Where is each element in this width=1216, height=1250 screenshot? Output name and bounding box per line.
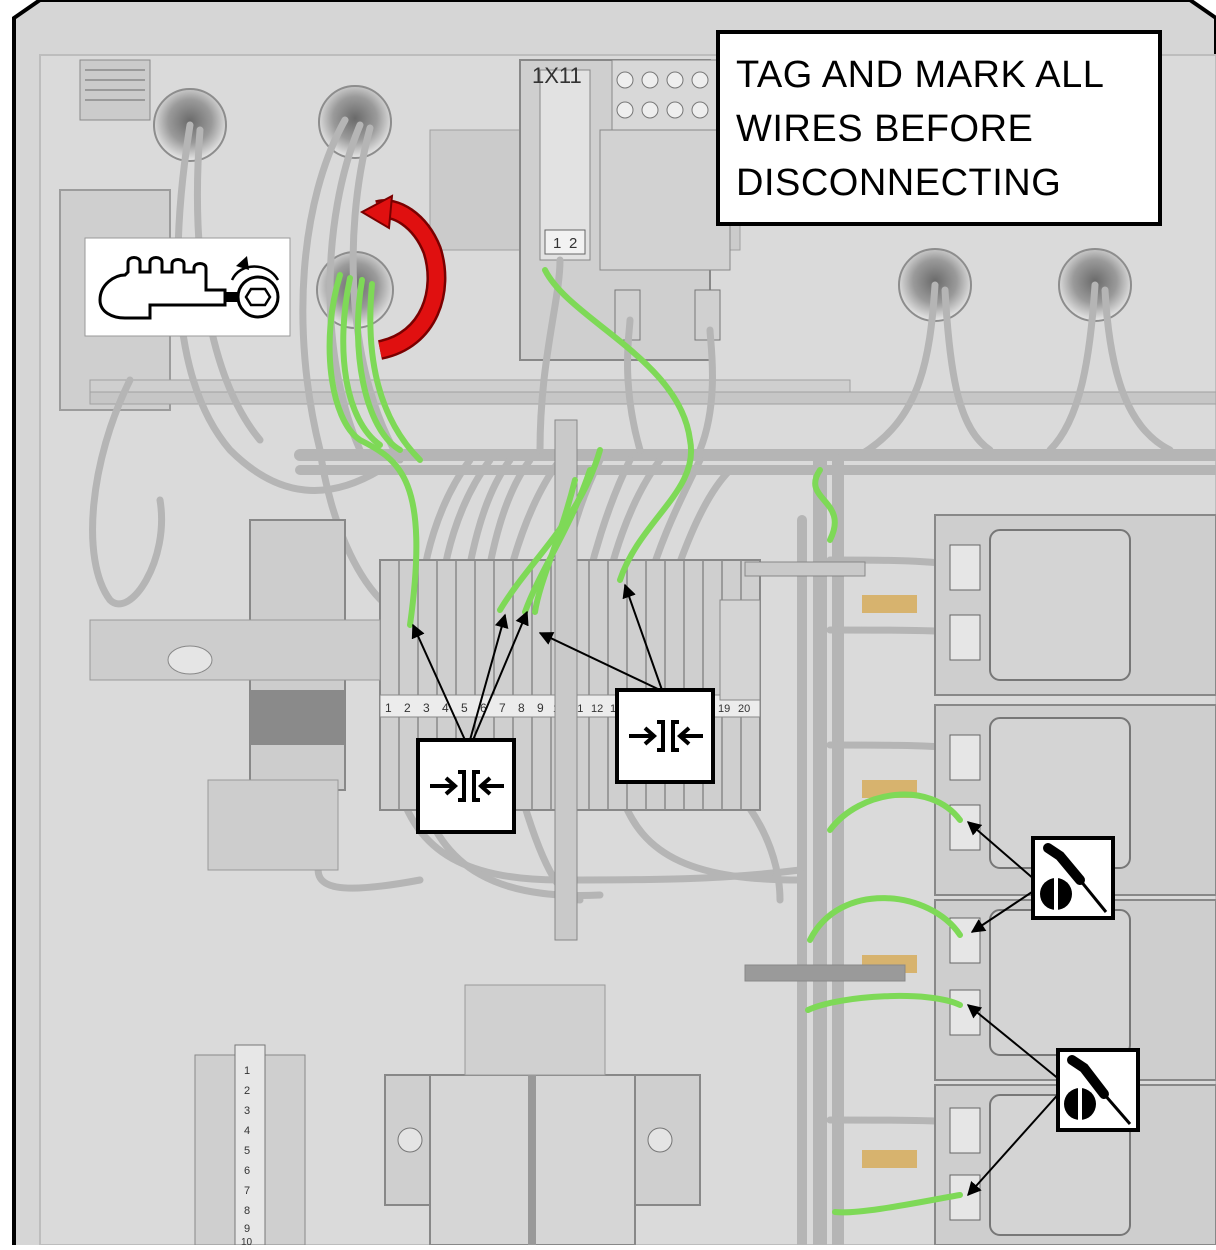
tighten-hand-wrench-icon	[84, 237, 291, 337]
strip-number-6: 6	[480, 701, 487, 715]
push-in-terminal-icon-2	[615, 688, 715, 784]
strip-number-12: 12	[591, 703, 603, 715]
warning-note: TAG AND MARK ALL WIRES BEFORE DISCONNECT…	[716, 30, 1162, 226]
strip-number-7: 7	[499, 701, 506, 715]
flat-screwdriver-icon-1	[1031, 836, 1115, 920]
relay-block-1	[862, 514, 1216, 696]
warning-note-line-1: TAG AND MARK ALL	[736, 54, 1105, 96]
strip-number-2: 2	[404, 701, 411, 715]
block-number-6: 6	[244, 1165, 250, 1177]
block-number-9: 9	[244, 1223, 250, 1235]
leader-arrows	[411, 583, 1063, 1197]
block-number-8: 8	[244, 1205, 250, 1217]
strip-number-11: 11	[572, 703, 583, 715]
strip-number-1: 1	[385, 701, 392, 715]
rotation-arrow-icon	[359, 194, 447, 360]
highlighted-wires	[326, 267, 963, 1216]
strip-number-4: 4	[442, 701, 449, 715]
strip-number-5: 5	[461, 701, 468, 715]
block-number-3: 3	[244, 1105, 250, 1117]
flat-screwdriver-icon-2	[1056, 1048, 1140, 1132]
block-number-1: 1	[244, 1065, 250, 1077]
block-number-4: 4	[244, 1125, 250, 1137]
cable-gland	[153, 85, 1132, 329]
relay-pin-2: 2	[569, 235, 577, 252]
strip-number-3: 3	[423, 701, 430, 715]
strip-number-20: 20	[738, 703, 750, 715]
block-number-10: 10	[241, 1237, 253, 1245]
warning-note-line-3: DISCONNECTING	[736, 162, 1062, 204]
vertical-terminal-block: 1 2 3 4 5 6 7 8 9 10	[194, 1044, 306, 1248]
push-in-terminal-icon-1	[416, 738, 516, 834]
strip-number-8: 8	[518, 701, 525, 715]
cable-tie	[554, 419, 906, 982]
block-number-5: 5	[244, 1145, 250, 1157]
strip-number-19: 19	[718, 703, 730, 715]
strip-number-9: 9	[537, 701, 544, 715]
relay-pin-1: 1	[553, 235, 561, 252]
block-number-7: 7	[244, 1185, 250, 1197]
block-number-2: 2	[244, 1085, 250, 1097]
transformer	[384, 984, 701, 1246]
warning-note-line-2: WIRES BEFORE	[736, 108, 1034, 150]
relay-connector-label: 1X11	[532, 63, 582, 88]
